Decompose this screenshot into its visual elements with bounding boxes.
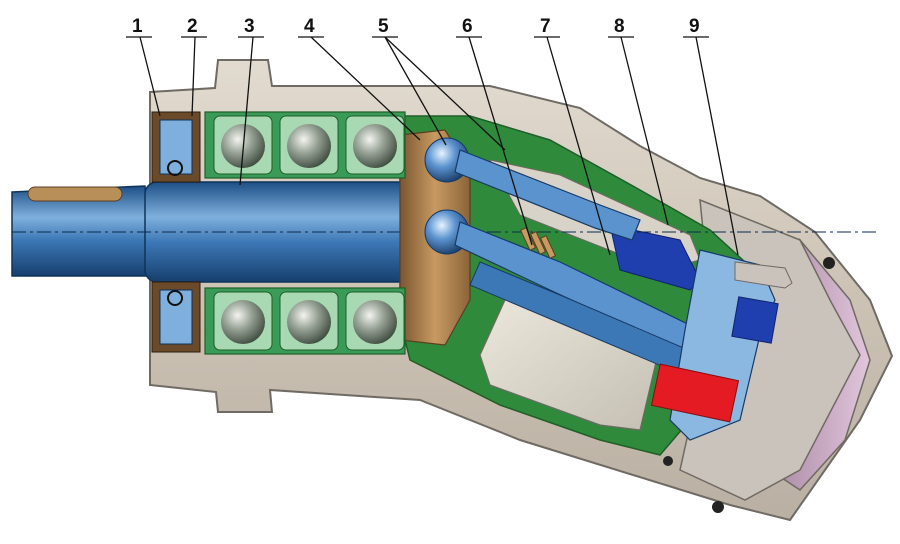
leader-lines	[126, 36, 739, 256]
bolt-icon	[712, 501, 724, 513]
callout-7: 7	[540, 16, 551, 37]
bearing-lower	[204, 287, 406, 355]
callout-2: 2	[187, 16, 198, 37]
bolt-icon	[823, 257, 835, 269]
control-pin	[734, 261, 793, 289]
callout-5: 5	[378, 16, 389, 37]
callout-8: 8	[614, 16, 625, 37]
callout-4: 4	[304, 16, 315, 37]
shaft-seal	[151, 111, 201, 353]
shaft-key	[27, 186, 123, 202]
callout-6: 6	[462, 16, 473, 37]
callout-9: 9	[689, 16, 700, 37]
red-valve	[650, 363, 740, 423]
callout-1: 1	[132, 16, 143, 37]
bolt-icon	[663, 456, 673, 466]
callout-3: 3	[244, 16, 255, 37]
port-plate-block	[731, 296, 779, 344]
piston-rod-upper	[454, 149, 641, 241]
bearing-upper	[204, 111, 406, 179]
